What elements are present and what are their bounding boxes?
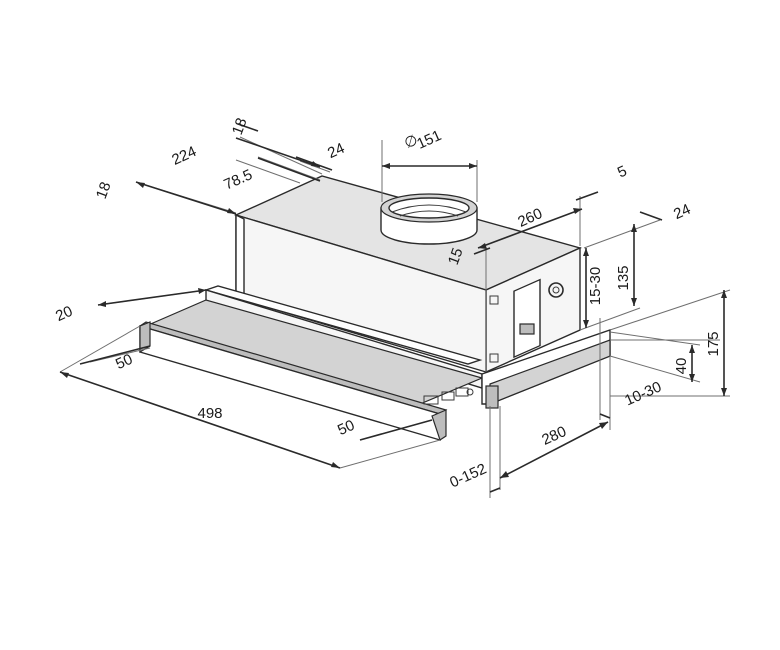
dim-0-152: 0-152 bbox=[447, 460, 489, 491]
dim-50-bottom: 50 bbox=[335, 417, 357, 439]
dim-15-30: 15-30 bbox=[587, 267, 604, 305]
dim-18-top: 18 bbox=[229, 116, 251, 137]
dim-135: 135 bbox=[615, 265, 632, 290]
support-strut bbox=[203, 285, 483, 365]
arrowheads bbox=[60, 161, 727, 478]
dim-20: 20 bbox=[53, 303, 75, 325]
front-face-cutouts bbox=[489, 278, 564, 363]
dim-175: 175 bbox=[705, 331, 722, 356]
dim-10-30: 10-30 bbox=[622, 378, 664, 409]
duct-collar bbox=[380, 193, 478, 245]
dim-5: 5 bbox=[615, 162, 630, 181]
dim-151: 151 bbox=[414, 127, 444, 153]
dim-498: 498 bbox=[197, 405, 222, 422]
dim-260: 260 bbox=[515, 205, 545, 231]
visor-controls bbox=[423, 387, 474, 405]
diameter-symbol: ∅ bbox=[402, 131, 421, 152]
switch-block bbox=[485, 385, 499, 409]
dim-18-left: 18 bbox=[93, 180, 115, 201]
hood-body bbox=[138, 175, 611, 441]
visor-end-right bbox=[431, 409, 447, 441]
dim-224: 224 bbox=[169, 143, 199, 169]
dim-24-right: 24 bbox=[671, 201, 693, 223]
dim-24-top: 24 bbox=[325, 140, 347, 162]
dim-78-5: 78.5 bbox=[221, 166, 255, 193]
dim-50-left: 50 bbox=[113, 351, 135, 373]
dim-40: 40 bbox=[673, 358, 690, 375]
rear-flange bbox=[235, 213, 245, 301]
dim-15: 15 bbox=[445, 246, 467, 267]
